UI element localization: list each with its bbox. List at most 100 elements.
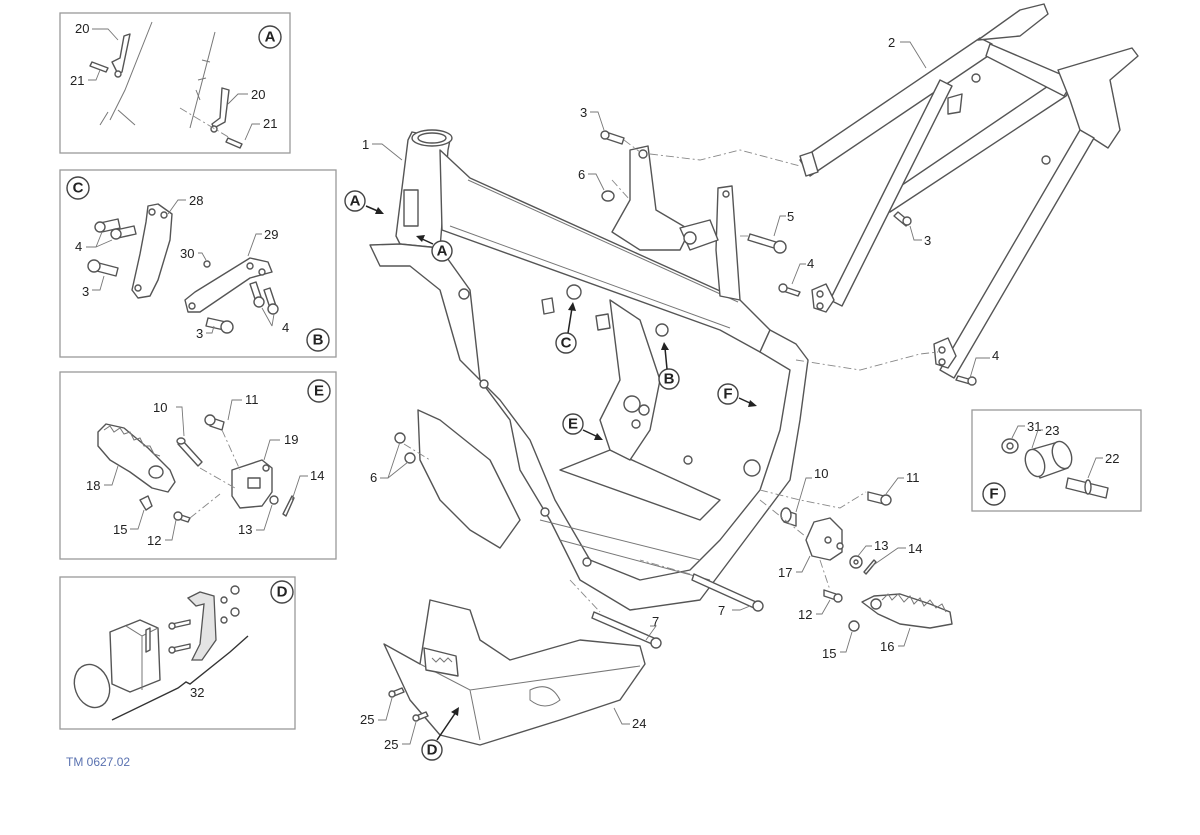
label-17: 17 [778, 565, 792, 580]
rear-boss [743, 459, 761, 477]
label-28: 28 [189, 193, 203, 208]
detail-box-e: 10 11 19 18 14 15 12 13 E [59, 371, 337, 560]
label-3: 3 [196, 326, 203, 341]
label-20: 20 [75, 21, 89, 36]
label-12: 12 [147, 533, 161, 548]
callout-circle-b [306, 328, 330, 352]
label-4: 4 [75, 239, 82, 254]
leader-line [92, 28, 119, 41]
bracket-29-icon [184, 257, 273, 313]
filter-nipple [145, 627, 151, 653]
assembly-line [795, 351, 939, 371]
frame-mount-hole [479, 379, 489, 389]
pivot-hole [631, 419, 641, 429]
subframe-bracket-hole [1041, 155, 1051, 165]
bracket-hole [258, 268, 266, 276]
assembly-line [569, 579, 601, 613]
label-13: 13 [238, 522, 252, 537]
clip-20-icon [111, 33, 131, 75]
leader-line [871, 547, 906, 567]
head-tube-plate [403, 189, 419, 227]
clamp-bracket-icon [186, 591, 217, 661]
spring-15-icon [139, 495, 153, 511]
nut-6-icon [601, 190, 615, 202]
leader-line [857, 545, 872, 557]
assembly-lines [403, 139, 939, 613]
detail-box-d-frame [59, 576, 296, 730]
label-16: 16 [880, 639, 894, 654]
skid-plate-bracket [423, 647, 459, 677]
callout-letter-c: C [73, 180, 84, 197]
callout-arrow [664, 347, 668, 370]
leader-line [1031, 429, 1043, 449]
detail-box-c-b: 28 4 3 30 29 3 4 C B [59, 169, 337, 358]
leader-line [378, 697, 393, 721]
cradle-rail [539, 519, 711, 581]
label-21: 21 [263, 116, 277, 131]
screw-21-icon [89, 61, 109, 73]
callout-circle-f [717, 383, 739, 405]
leader-line [969, 357, 990, 379]
assembly-line [189, 429, 241, 519]
cross-member [559, 449, 721, 521]
top-tube-edge [467, 179, 739, 303]
assembly-line [611, 179, 631, 201]
assembly-line [759, 499, 811, 541]
footpeg-teeth [103, 425, 161, 457]
bolt-head [833, 593, 843, 603]
callout-letter-b: B [664, 371, 675, 388]
assembly-line [623, 139, 641, 153]
callout-letter-b: B [313, 332, 324, 349]
label-6: 6 [370, 470, 377, 485]
engine-mount-b [655, 323, 669, 337]
callout-circle-d [421, 739, 443, 761]
bracket-hole [262, 464, 270, 472]
detail-box-a-frame [59, 12, 291, 154]
detail-box-a: 20 21 20 21 A [59, 12, 291, 154]
label-4: 4 [807, 256, 814, 271]
leader-line [1087, 457, 1103, 479]
subframe-strut-right [939, 129, 1095, 379]
label-13: 13 [874, 538, 888, 553]
label-18: 18 [86, 478, 100, 493]
label-25: 25 [384, 737, 398, 752]
leader-line [206, 325, 215, 334]
callout-circle-a [258, 25, 282, 49]
callout-letter-f: F [989, 486, 998, 503]
roller-face [1051, 440, 1073, 470]
leader-line [900, 41, 927, 69]
callout-letter-a: A [437, 243, 448, 260]
pin-14-icon [863, 559, 877, 575]
detail-box-f: 31 23 22 F [971, 409, 1142, 512]
bolt-shoulder [1084, 479, 1092, 495]
leader-line [165, 519, 177, 541]
footpeg-pivot [148, 465, 164, 479]
label-12: 12 [798, 607, 812, 622]
leader-line [130, 509, 145, 530]
label-22: 22 [1105, 451, 1119, 466]
nut-30-icon [203, 260, 211, 268]
frame-edge-line [99, 109, 136, 126]
nut-icon [230, 607, 240, 617]
skid-plate-24-icon [383, 599, 646, 746]
leader-line [732, 605, 751, 611]
frame-tab [541, 297, 555, 315]
label-3: 3 [580, 105, 587, 120]
bolt-head [880, 494, 892, 506]
main-frame-1 [369, 129, 809, 611]
arrowhead-icon [661, 342, 669, 350]
leader-line [227, 93, 248, 105]
subframe-strut-left [829, 79, 953, 307]
label-29: 29 [264, 227, 278, 242]
assembly-line [819, 559, 831, 591]
bolt-7-icon [591, 611, 655, 645]
callout-circle-a [431, 240, 453, 262]
bracket-17-icon [805, 517, 843, 561]
leader-line [104, 465, 119, 486]
bolt-head [600, 130, 610, 140]
label-11: 11 [245, 392, 259, 407]
arrowhead-icon [375, 207, 384, 214]
callout-letter-e: E [314, 383, 324, 400]
subframe-gusset [947, 93, 963, 115]
bolt-head [778, 283, 788, 293]
